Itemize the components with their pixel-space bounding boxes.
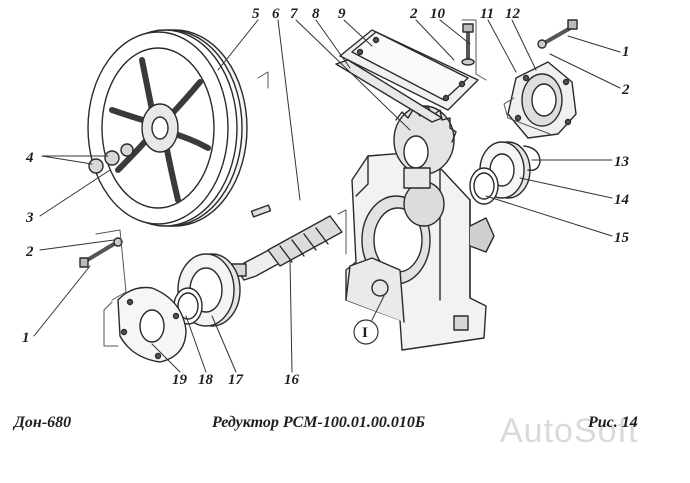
watermark-logo: AutoSoft [500,412,639,450]
callout-16: 16 [284,372,300,388]
leader-lines [33,19,621,373]
gearbox-housing-part [345,151,495,351]
caption-figure-number: Рис. 14 [588,414,638,431]
shaft-part [229,215,343,281]
callout-1-right: 1 [622,44,630,60]
flange-part [507,61,577,139]
callout-17: 17 [228,372,244,388]
caption-title: Редуктор РСМ-100.01.00.010Б [212,414,426,431]
top-cover-part [335,29,479,123]
callout-2-top: 2 [409,6,418,22]
callout-8: 8 [312,6,320,22]
callout-2-right: 2 [621,82,630,98]
nuts-part [88,143,134,174]
bearing-right-part [469,141,541,205]
callout-6: 6 [272,6,280,22]
callout-13: 13 [614,154,630,170]
pulley-part [87,29,248,227]
key-part [250,204,272,218]
callout-3: 3 [25,210,34,226]
callout-12: 12 [505,6,521,22]
detail-marker: I [362,325,368,341]
bolt-left-part [79,237,123,268]
callout-14: 14 [614,192,630,208]
callout-15: 15 [614,230,630,246]
callout-7: 7 [290,6,298,22]
cover-plate-part [117,286,187,363]
caption-model: Дон-680 [14,414,72,431]
callout-4: 4 [25,150,34,166]
callout-labels: 5 6 7 8 9 2 10 11 12 1 2 13 14 15 4 3 2 … [22,6,630,388]
callout-1-left: 1 [22,330,30,346]
callout-2-left: 2 [25,244,34,260]
callout-11: 11 [480,6,494,22]
callout-18: 18 [198,372,214,388]
bolt-top-part [461,23,475,66]
callout-10: 10 [430,6,446,22]
callout-5: 5 [252,6,260,22]
callout-9: 9 [338,6,346,22]
assembly-axis-lines [95,19,551,347]
callout-19: 19 [172,372,188,388]
bolt-right-part [537,19,578,49]
gear-part [393,105,457,189]
bearing-left-part [173,253,241,327]
